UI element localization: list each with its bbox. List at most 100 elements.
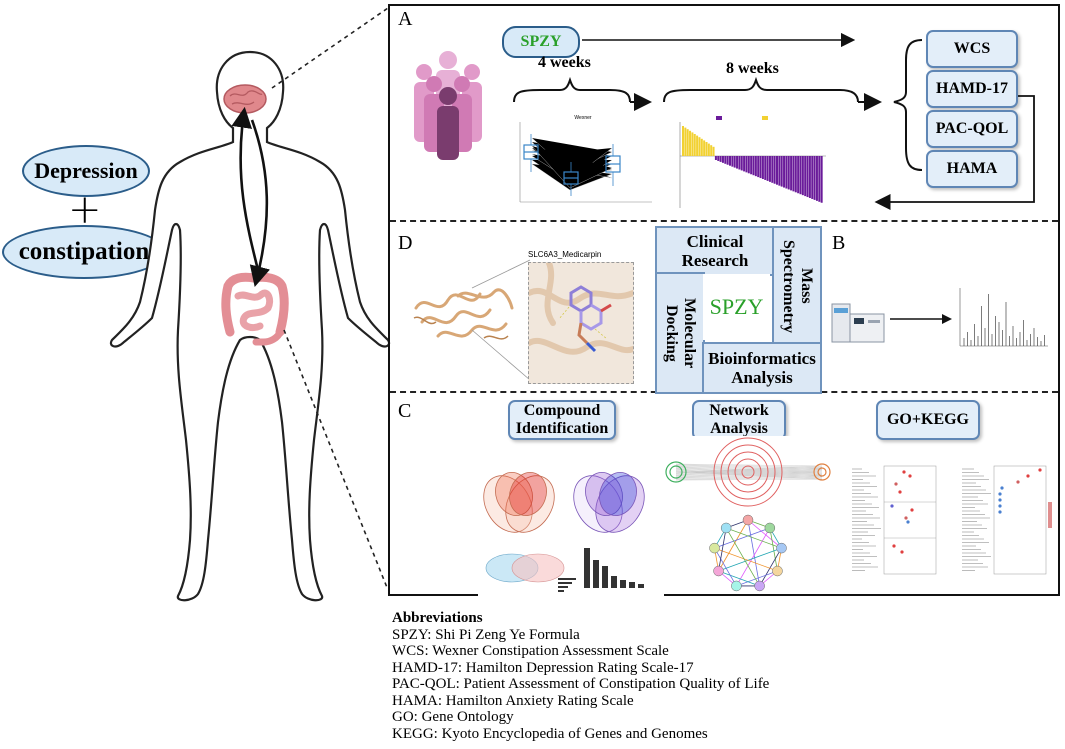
- clinical-research-box: Clinical Research: [655, 226, 775, 276]
- ppi-node: [772, 565, 783, 577]
- spzy-center-cell: SPZY: [703, 274, 770, 340]
- ppi-node: [709, 542, 720, 554]
- waterfall-bar: [797, 156, 800, 194]
- network-edge: [675, 465, 823, 470]
- waterfall-bar: [743, 156, 746, 172]
- network-edge: [675, 469, 823, 475]
- waterfall-bar: [691, 132, 694, 156]
- clinical-research-label: Clinical Research: [681, 232, 749, 270]
- waterfall-bar: [696, 135, 699, 156]
- waterfall-bar: [733, 156, 736, 168]
- go-dot: [894, 482, 898, 486]
- waterfall-bar: [785, 156, 788, 189]
- bioinformatics-label: Bioinformatics Analysis: [708, 349, 816, 387]
- network-edge: [675, 470, 823, 476]
- panel-d-letter: D: [398, 232, 413, 254]
- abbreviation-item: WCS: Wexner Constipation Assessment Scal…: [392, 643, 669, 659]
- network-edge: [675, 475, 823, 479]
- network-edge: [675, 474, 823, 478]
- waterfall-bar: [745, 156, 748, 173]
- waterfall-bar: [717, 156, 720, 161]
- go-dot: [908, 474, 912, 478]
- ppi-node: [731, 580, 742, 592]
- upset-bar: [611, 576, 617, 588]
- network-edge: [675, 469, 823, 476]
- upset-set-bar: [558, 586, 568, 588]
- waterfall-bar: [776, 156, 778, 185]
- waterfall-bar: [726, 156, 729, 165]
- waterfall-bar: [792, 156, 795, 192]
- docking-label: SLC6A3_Medicarpin: [528, 250, 602, 259]
- waterfall-bar: [689, 130, 692, 156]
- waterfall-bar: [731, 156, 734, 167]
- panel-a-letter: A: [398, 8, 413, 30]
- people-icon: [414, 51, 482, 160]
- ppi-edge: [718, 570, 760, 587]
- waterfall-bar: [686, 129, 689, 156]
- upset-bar: [602, 566, 608, 588]
- waterfall-bar: [682, 126, 684, 156]
- abbreviation-item: GO: Gene Ontology: [392, 709, 514, 725]
- ppi-edge: [714, 547, 778, 572]
- go-dot: [900, 550, 904, 554]
- waterfall-bar: [714, 156, 717, 160]
- ppi-edge: [725, 527, 760, 587]
- main-frame: [388, 4, 1060, 596]
- kegg-dot: [998, 498, 1002, 502]
- divider-ab: [390, 220, 1058, 222]
- go-kegg-label: GO+KEGG: [886, 411, 969, 428]
- ppi-edge: [736, 570, 778, 587]
- waterfall-bar: [700, 138, 703, 156]
- upset-bar: [629, 582, 635, 588]
- abbreviation-item: HAMA: Hamilton Anxiety Rating Scale: [392, 692, 634, 709]
- waterfall-bar: [703, 140, 706, 156]
- waterfall-bar: [719, 156, 722, 162]
- compound-identification-label: Compound Identification: [515, 402, 609, 437]
- upset-set-bar: [558, 582, 572, 584]
- waterfall-bar: [787, 156, 790, 190]
- waterfall-bar: [768, 156, 771, 182]
- waterfall-bar: [740, 156, 743, 171]
- waterfall-bar: [766, 156, 769, 181]
- ppi-edge: [769, 527, 778, 572]
- kegg-dot: [1026, 474, 1030, 478]
- waterfall-bar: [710, 145, 713, 156]
- network-edge: [675, 465, 823, 469]
- waterfall-bar: [778, 156, 781, 186]
- upset-bar: [593, 560, 599, 588]
- waterfall-bar: [790, 156, 793, 191]
- panel-a-arrows: [513, 32, 882, 111]
- waterfall-bar: [747, 156, 750, 174]
- ms-arrow: [890, 314, 952, 324]
- network-analysis-box: Network Analysis: [692, 400, 786, 440]
- waterfall-bar: [738, 156, 741, 170]
- upset-set-bar: [558, 590, 564, 592]
- ppi-edge: [718, 519, 749, 572]
- constipation-label: constipation: [18, 238, 150, 265]
- waterfall-bar: [783, 156, 786, 188]
- waterfall-bar: [698, 137, 701, 156]
- upset-bar: [638, 584, 644, 588]
- network-edge: [675, 471, 823, 477]
- waterfall-bar: [820, 156, 823, 203]
- abbreviation-item: KEGG: Kyoto Encyclopedia of Genes and Ge…: [392, 725, 708, 742]
- scale-hamd17-box: HAMD-17: [926, 70, 1018, 108]
- network-edge: [675, 463, 823, 467]
- scale-hamd17-label: HAMD-17: [936, 80, 1008, 97]
- panel-b-letter: B: [832, 232, 846, 254]
- bioinformatics-box: Bioinformatics Analysis: [702, 342, 822, 394]
- waterfall-bar: [804, 156, 807, 197]
- ppi-edge: [726, 527, 782, 549]
- waterfall-bar: [813, 156, 816, 200]
- ppi-edge: [747, 519, 782, 549]
- depression-label: Depression: [34, 158, 138, 183]
- waterfall-bar: [811, 156, 814, 199]
- ppi-node: [720, 522, 732, 534]
- ppi-edge: [736, 527, 771, 587]
- abbreviation-item: HAMD-17: Hamilton Depression Rating Scal…: [392, 659, 694, 676]
- panel-c-letter: C: [398, 400, 412, 422]
- ppi-edge: [718, 547, 782, 572]
- waterfall-bar: [750, 156, 753, 175]
- ppi-edge: [714, 527, 770, 549]
- molecular-docking-box: Molecular Docking: [655, 272, 705, 394]
